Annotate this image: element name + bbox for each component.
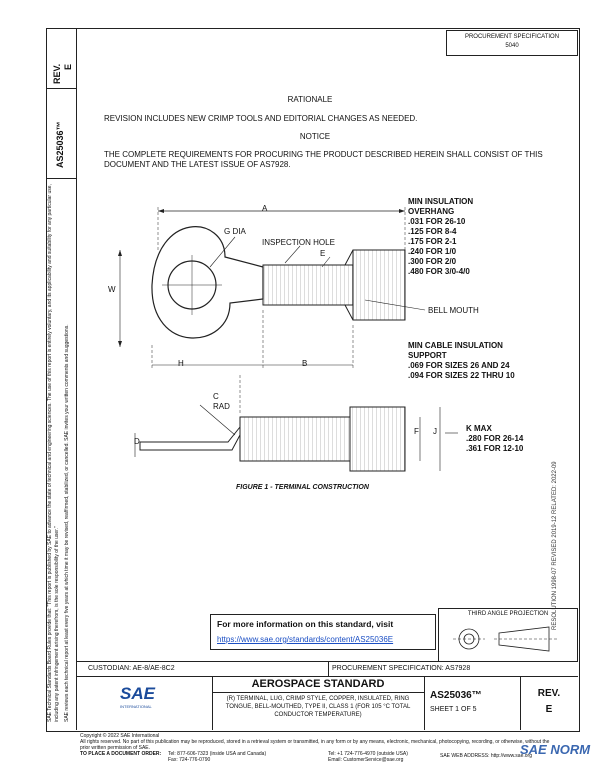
standard-description: (R) TERMINAL, LUG, CRIMP STYLE, COPPER, … — [225, 696, 411, 718]
dim-c: C — [213, 392, 219, 401]
dim-j: J — [433, 427, 437, 436]
watermark-logo: SAE NORM — [520, 742, 591, 757]
sae-logo-text: SAE — [120, 684, 155, 703]
custodian: CUSTODIAN: AE-8/AE-8C2 — [88, 665, 175, 672]
kmax-row: .280 FOR 26-14 — [466, 434, 524, 443]
footer-doc-number: AS25036™ — [430, 690, 482, 701]
overhang-row: .300 FOR 2/0 — [408, 257, 457, 266]
web-address: SAE WEB ADDRESS: http://www.sae.org — [440, 753, 532, 759]
contact-block: Tel: +1 724-776-4970 (outside USA) Email… — [328, 751, 408, 763]
sidebar-rev-value: E — [63, 63, 73, 70]
projection-label: THIRD ANGLE PROJECTION — [467, 611, 549, 617]
label-bell-mouth: BELL MOUTH — [428, 306, 479, 315]
fax: Fax: 724-776-0790 — [168, 757, 211, 763]
header-box: PROCUREMENT SPECIFICATION 5040 — [446, 30, 578, 56]
dim-d: D — [134, 437, 140, 446]
tel-block: Tel: 877-606-7323 (inside USA and Canada… — [168, 751, 266, 763]
kmax-block: K MAX .280 FOR 26-14 .361 FOR 12-10 — [466, 424, 523, 454]
sae-logo: SAE INTERNATIONAL — [120, 684, 160, 720]
support-title-2: SUPPORT — [408, 351, 447, 360]
support-title-1: MIN CABLE INSULATION — [408, 341, 503, 350]
footer-rev-label: REV. — [537, 688, 561, 699]
tel: Tel: 877-606-7323 (inside USA and Canada… — [168, 751, 267, 757]
label-inspection-hole: INSPECTION HOLE — [262, 238, 335, 247]
sidebar-disclaimer-2: SAE reviews each technical report at lea… — [64, 324, 70, 722]
dim-b: B — [302, 359, 308, 368]
support-block: MIN CABLE INSULATION SUPPORT .069 FOR SI… — [408, 341, 515, 381]
label-rad: RAD — [213, 402, 230, 411]
support-row: .094 FOR SIZES 22 THRU 10 — [408, 371, 515, 380]
overhang-row: .240 FOR 1/0 — [408, 247, 457, 256]
rights: All rights reserved. No part of this pub… — [80, 739, 550, 751]
procurement-spec: PROCUREMENT SPECIFICATION: AS7928 — [332, 665, 471, 672]
kmax-row: .361 FOR 12-10 — [466, 444, 524, 453]
dim-g: G DIA — [224, 227, 246, 236]
tel2: Tel: +1 724-776-4970 (outside USA) — [328, 751, 408, 757]
header-line2: 5040 — [505, 43, 519, 49]
dim-e: E — [320, 249, 326, 258]
dim-a: A — [262, 204, 268, 213]
sae-logo-sub: INTERNATIONAL — [120, 704, 152, 709]
dim-w: W — [108, 285, 116, 294]
info-text: For more information on this standard, v… — [217, 619, 394, 629]
sidebar-disclaimer: SAE Technical Standards Board Rules prov… — [47, 184, 60, 722]
notice-text: THE COMPLETE REQUIREMENTS FOR PROCURING … — [104, 150, 543, 169]
kmax-title: K MAX — [466, 424, 492, 433]
overhang-row: .031 FOR 26-10 — [408, 217, 466, 226]
sidebar-rev-label: REV. — [52, 63, 62, 84]
overhang-row: .175 FOR 2-1 — [408, 237, 457, 246]
support-row: .069 FOR SIZES 26 AND 24 — [408, 361, 510, 370]
dim-h: H — [178, 359, 184, 368]
projection-box: THIRD ANGLE PROJECTION — [438, 608, 578, 662]
info-box: For more information on this standard, v… — [210, 614, 436, 650]
projection-symbol — [453, 626, 559, 652]
rationale-title: RATIONALE — [287, 95, 333, 104]
notice-title: NOTICE — [299, 132, 331, 141]
overhang-row: .480 FOR 3/0-4/0 — [408, 267, 470, 276]
legal-block: Copyright © 2022 SAE International All r… — [80, 733, 560, 751]
terminal-drawing — [118, 207, 458, 472]
sidebar-doc-number: AS25036™ — [55, 121, 65, 168]
header-line1: PROCUREMENT SPECIFICATION — [464, 34, 560, 40]
email: Email: CustomerService@sae.org — [328, 757, 404, 763]
overhang-title-1: MIN INSULATION — [408, 197, 474, 206]
dim-f: F — [414, 427, 419, 436]
right-stamp: RESOLUTION 1998-07 REVISED 2019-12 RELAT… — [552, 461, 558, 630]
sheet-number: SHEET 1 OF 5 — [430, 706, 477, 713]
figure-caption: FIGURE 1 - TERMINAL CONSTRUCTION — [236, 484, 369, 491]
overhang-block: MIN INSULATION OVERHANG .031 FOR 26-10 .… — [408, 197, 473, 277]
overhang-title-2: OVERHANG — [408, 207, 455, 216]
standard-link[interactable]: https://www.sae.org/standards/content/AS… — [217, 635, 394, 644]
sidebar-divider — [76, 28, 77, 730]
aerospace-standard-title: AEROSPACE STANDARD — [251, 678, 385, 690]
footer-rev-value: E — [545, 704, 553, 715]
order-label: TO PLACE A DOCUMENT ORDER: — [80, 751, 162, 757]
overhang-row: .125 FOR 8-4 — [408, 227, 457, 236]
rationale-text: REVISION INCLUDES NEW CRIMP TOOLS AND ED… — [104, 114, 418, 123]
copyright: Copyright © 2022 SAE International — [80, 733, 160, 739]
